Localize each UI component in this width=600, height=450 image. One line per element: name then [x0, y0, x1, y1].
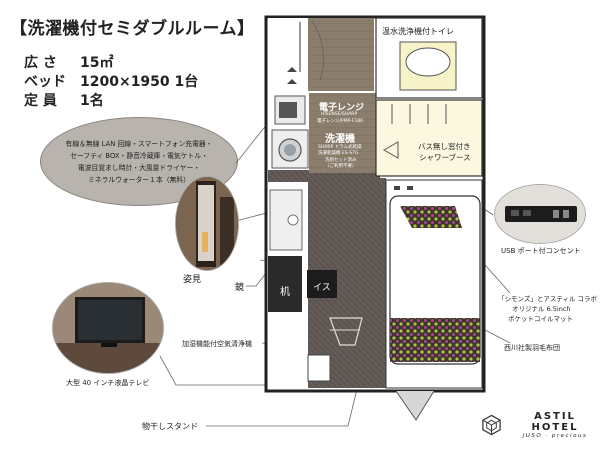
bed-label: ベッド — [24, 74, 66, 90]
amenity-line: 電波目覚まし時計・大風量ドライヤー・ — [77, 163, 201, 172]
logo-subtitle: JUSO · precious — [522, 433, 588, 439]
drying-rack-label: 物干しスタンド — [142, 422, 198, 431]
mattress-label-2: オリジナル 6.5inch — [512, 305, 571, 313]
amenity-line: セーフティ BOX・静音冷蔵庫・電気ケトル・ — [70, 151, 208, 160]
capacity-value: 1名 — [80, 93, 104, 109]
spec-bed: ベッド 1200×1950 1台 — [24, 73, 198, 92]
logo-mark-icon — [482, 414, 501, 436]
washer-label: 洗濯機 — [325, 134, 355, 145]
microwave-model-2: 電子レンジ/PMP-F186 — [317, 119, 364, 124]
logo-name: ASTIL HOTEL — [531, 411, 579, 433]
spec-area: 広 さ 15㎡ — [24, 54, 198, 73]
page-title: 【洗濯機付セミダブルルーム】 — [10, 19, 255, 39]
area-label: 広 さ — [24, 55, 57, 71]
mirror-stand-photo — [175, 176, 239, 271]
usb-outlet-label: USB ポート付コンセント — [501, 247, 581, 255]
mattress-label-1: 「シモンズ」とアスティル コラボ — [498, 295, 598, 303]
microwave-model-1: HISENSE/SHARP — [321, 112, 358, 117]
toilet-label: 温水洗浄機付トイレ — [382, 27, 454, 36]
microwave-label: 電子レンジ — [319, 103, 365, 113]
hotel-logo: ASTIL HOTEL JUSO · precious — [481, 411, 600, 439]
amenity-list: 有線＆無線 LAN 回線・スマートフォン充電器・ セーフティ BOX・静音冷蔵庫… — [40, 117, 238, 206]
detergent-note-1: 洗剤セット済み — [325, 158, 357, 163]
capacity-label: 定 員 — [24, 93, 57, 109]
purifier-label: 加湿機能付空気清浄機 — [182, 340, 252, 348]
detergent-note-2: （ご利用不要） — [325, 164, 357, 169]
usb-outlet-photo — [494, 184, 586, 244]
spec-capacity: 定 員 1名 — [24, 92, 198, 111]
room-specs: 広 さ 15㎡ ベッド 1200×1950 1台 定 員 1名 — [24, 54, 198, 111]
shower-label-1: バス無し窓付き — [418, 142, 471, 151]
area-value: 15㎡ — [80, 55, 114, 71]
amenity-line: 有線＆無線 LAN 回線・スマートフォン充電器・ — [65, 139, 213, 148]
tv-photo — [52, 282, 164, 374]
washer-model-2: 洗濯乾燥機 ES-S7G — [318, 151, 359, 156]
amenity-line: ミネラルウォーター１本（無料） — [88, 175, 190, 184]
tv-label: 大型 40 インチ液晶テレビ — [66, 379, 150, 387]
mattress-label-3: ポケットコイルマット — [508, 315, 573, 323]
futon-label: 西川社製羽毛布団 — [504, 344, 560, 352]
bed-value: 1200×1950 1台 — [80, 74, 199, 90]
chair-label: イス — [313, 283, 331, 293]
desk-label: 机 — [280, 287, 290, 298]
mirror-stand-label: 姿見 — [183, 275, 202, 285]
mirror-label: 鏡 — [235, 283, 245, 293]
shower-label-2: シャワーブース — [419, 153, 471, 162]
washer-model-1: SHARP ドラム式乾燥 — [318, 145, 362, 150]
